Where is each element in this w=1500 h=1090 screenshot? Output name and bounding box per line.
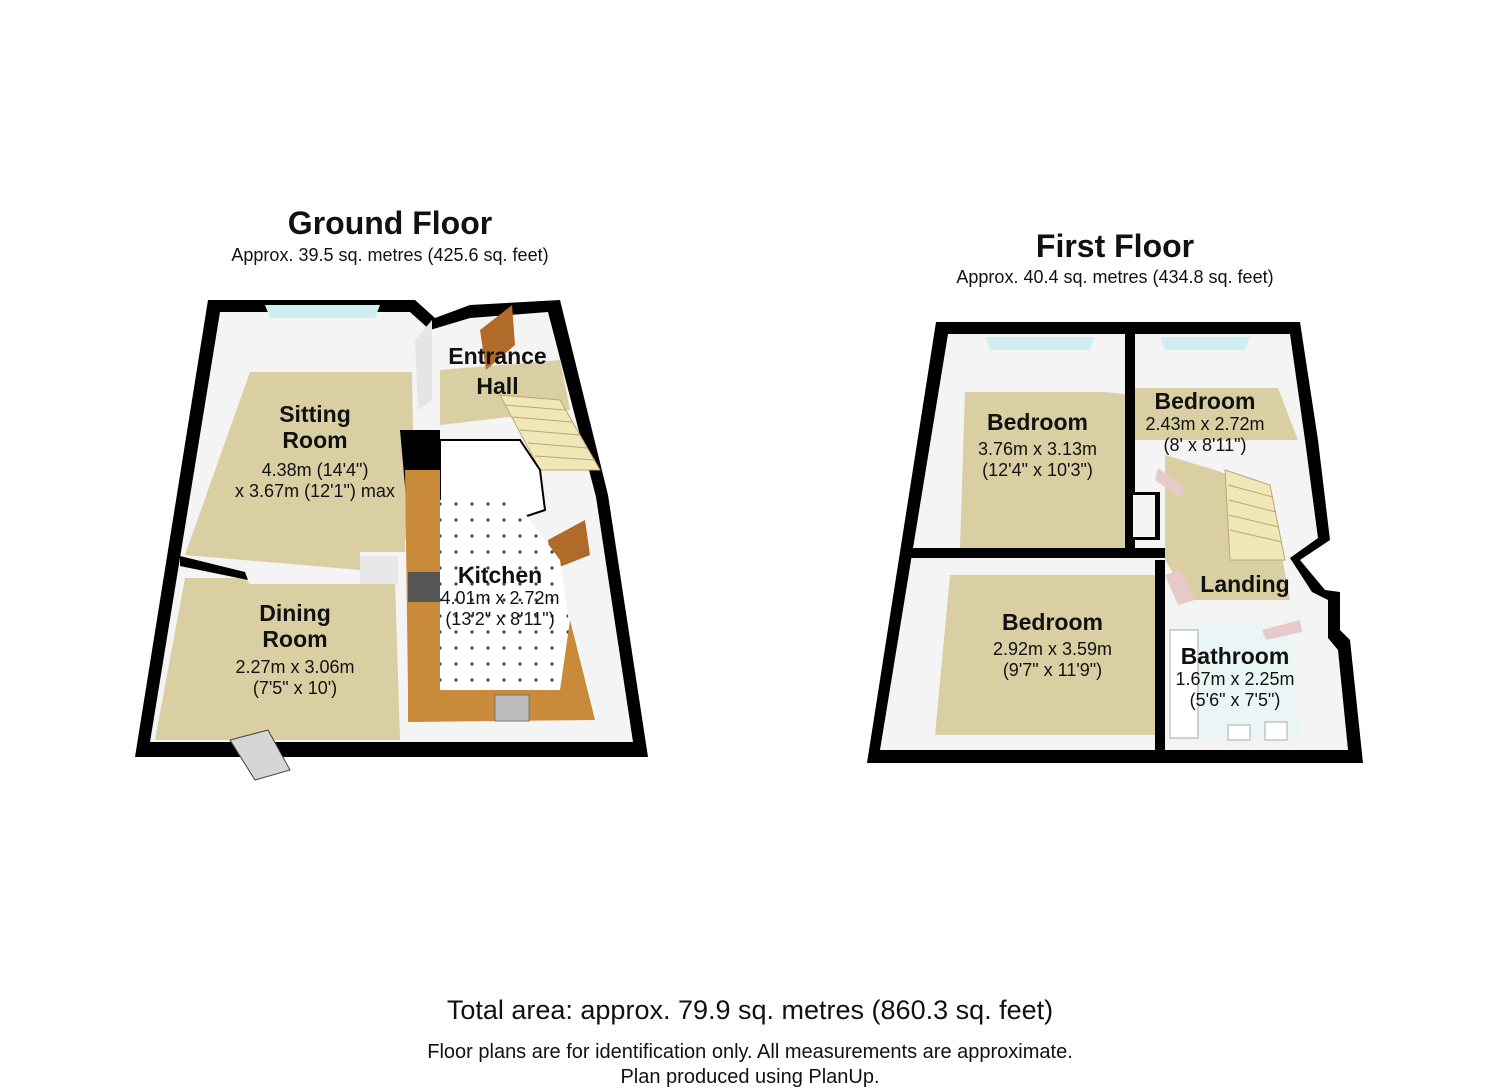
bedroom-1-dim-1: 3.76m x 3.13m [977, 439, 1098, 460]
ground-stairs [499, 394, 601, 471]
dining-room-dim-2: (7'5" x 10') [252, 677, 338, 698]
bath-sink [1227, 724, 1251, 741]
kitchen-dim-1: 4.01m x 2.72m [440, 588, 560, 609]
toilet [1264, 721, 1288, 741]
bedroom-3-label: Bedroom 2.92m x 3.59m (9'7" x 11'9") [970, 609, 1135, 681]
sitting-room-name-2: Room [282, 427, 348, 454]
sitting-room-name: Sitting [279, 401, 351, 427]
bathroom-dim-1: 1.67m x 2.25m [1175, 669, 1295, 690]
kitchen-label: Kitchen 4.01m x 2.72m (13'2" x 8'11") [415, 562, 585, 630]
first-floor-plan [867, 322, 1363, 763]
ground-floor-title: Ground Floor [287, 205, 493, 241]
dining-room-name: Dining [259, 600, 331, 626]
bedroom-1-label: Bedroom 3.76m x 3.13m (12'4" x 10'3") [955, 409, 1120, 481]
landing-label: Landing [1190, 571, 1300, 597]
bedroom-2-name: Bedroom [1154, 388, 1256, 414]
bedroom-2-floor [1135, 388, 1298, 440]
dining-room-label: Dining Room 2.27m x 3.06m (7'5" x 10') [200, 600, 390, 698]
bedroom-3-dim-1: 2.92m x 3.59m [992, 639, 1113, 660]
first-floor-title: First Floor [1035, 228, 1195, 264]
entrance-hall-label: Entrance Hall [435, 343, 560, 400]
bedroom-1-name: Bedroom [987, 409, 1088, 435]
landing-name: Landing [1200, 571, 1290, 597]
bedroom-2-label: Bedroom 2.43m x 2.72m (8' x 8'11") [1130, 388, 1280, 456]
sitting-room-floor [185, 372, 415, 570]
bedroom-1-dim-2: (12'4" x 10'3") [982, 460, 1093, 481]
bathroom-name: Bathroom [1180, 643, 1290, 669]
bathroom-label: Bathroom 1.67m x 2.25m (5'6" x 7'5") [1165, 643, 1305, 711]
entrance-hall-name-2: Hall [476, 373, 519, 400]
bedroom-2-dim-1: 2.43m x 2.72m [1145, 414, 1265, 435]
bathroom-dim-2: (5'6" x 7'5") [1189, 690, 1281, 711]
bedroom-2-dim-2: (8' x 8'11") [1163, 435, 1247, 456]
bedroom-3-door [1165, 570, 1195, 605]
bathroom-floor [1170, 625, 1300, 740]
sitting-room-label: Sitting Room 4.38m (14'4") x 3.67m (12'1… [215, 401, 415, 501]
dining-room-dim-1: 2.27m x 3.06m [235, 656, 355, 677]
dining-room-name-2: Room [262, 626, 328, 653]
first-stairs [1224, 469, 1286, 561]
kitchen-door [548, 520, 590, 570]
bedroom-3-dim-2: (9'7" x 11'9") [1002, 660, 1103, 681]
total-area: Total area: approx. 79.9 sq. metres (860… [446, 995, 1054, 1025]
entrance-hall-name: Entrance [448, 343, 547, 369]
dining-bay-window [229, 729, 291, 781]
kitchen-name: Kitchen [457, 562, 543, 588]
bathroom-door [1262, 620, 1302, 640]
bedroom-3-name: Bedroom [1002, 609, 1103, 635]
front-door [480, 305, 515, 370]
bedroom-1-floor [960, 392, 1130, 548]
sitting-room-dim-1: 4.38m (14'4") [261, 459, 369, 480]
first-floor-area: Approx. 40.4 sq. metres (434.8 sq. feet) [956, 267, 1274, 287]
disclaimer: Floor plans are for identification only.… [427, 1041, 1073, 1063]
ground-floor-area: Approx. 39.5 sq. metres (425.6 sq. feet) [231, 245, 549, 265]
sink [494, 694, 530, 722]
ground-floor-plan [135, 300, 648, 781]
dining-room-floor [155, 570, 400, 740]
kitchen-dim-2: (13'2" x 8'11") [445, 609, 555, 630]
bedroom-2-door [1155, 468, 1185, 498]
bath [1169, 629, 1199, 739]
plan-credit: Plan produced using PlanUp. [620, 1066, 880, 1088]
hob [408, 572, 440, 602]
bedroom-3-floor [935, 575, 1160, 735]
kitchen-floor [405, 500, 570, 690]
sitting-room-dim-2: x 3.67m (12'1") max [235, 480, 395, 501]
kitchen-worktop-bottom [408, 620, 595, 722]
